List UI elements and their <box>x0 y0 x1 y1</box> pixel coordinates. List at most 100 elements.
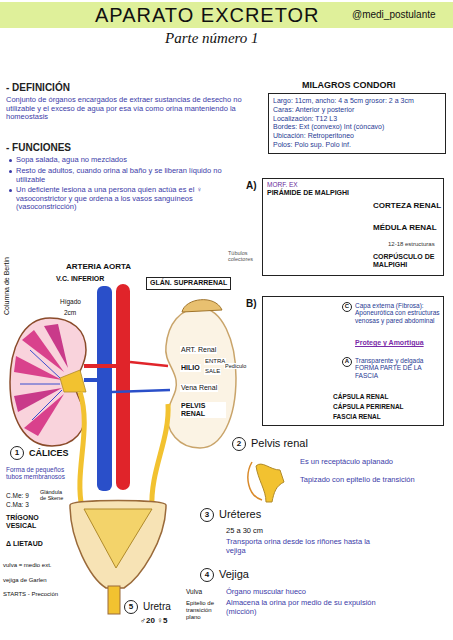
callout-circle: 5Uretra <box>124 600 138 614</box>
note-label: Epitelio de transición plano <box>186 600 224 621</box>
note-label: SALE <box>204 368 221 375</box>
note-label: ART. Renal <box>180 346 217 354</box>
info-box: Largo: 11cm, ancho: 4 a 5cm grosor: 2 a … <box>268 93 446 154</box>
note-label: Sopa salada, agua no mezclados <box>16 156 244 165</box>
renal-pelvis-sketch <box>248 462 284 502</box>
node-text: Localización: T12 L3 <box>273 115 441 124</box>
note-label: ARTERIA AORTA <box>66 262 131 271</box>
node-text: Protege y Amortigua <box>355 339 441 347</box>
node-text: GLÁN. SUPRARRENAL <box>150 279 227 288</box>
bullet-dot <box>9 159 12 162</box>
node-text: Ubicación: Retroperitoneo <box>273 132 441 141</box>
note-label: Resto de adultos, cuando orina al baño y… <box>16 167 244 184</box>
note-label: Órgano muscular hueco <box>226 588 386 597</box>
morphology-box: MORF. EXPIRÁMIDE DE MALPIGHI CORTEZA RENA… <box>262 178 444 276</box>
note-label: CÁPSULA RENAL <box>333 393 388 400</box>
note-label: - DEFINICIÓN <box>6 82 70 94</box>
node-text: PIRÁMIDE DE MALPIGHI <box>267 189 349 197</box>
node-text: Transparente y delgada FORMA PARTE DE LA… <box>355 357 441 379</box>
node-text: Capa externa (Fibrosa): Aponeurótica con… <box>355 302 441 324</box>
callout-number: C <box>343 303 351 311</box>
callout-number: 3 <box>201 509 213 521</box>
note-label: ENTRA <box>204 358 226 365</box>
renal-pelvis-sketch <box>256 464 284 502</box>
node-text: Largo: 11cm, ancho: 4 a 5cm grosor: 2 a … <box>273 97 441 106</box>
label-box: GLÁN. SUPRARRENAL <box>146 277 231 290</box>
note-label: ♂20 ♀5 <box>140 616 168 625</box>
bullet-dot <box>9 170 12 173</box>
node-text: Polos: Polo sup. Polo inf. <box>273 141 441 150</box>
node-text: 12-18 estructuras <box>388 241 443 248</box>
renal-vessels <box>130 362 168 366</box>
node-text: CORPÚSCULO DE MALPIGHI <box>373 253 443 269</box>
note-label: Tapizado con epitelio de transición <box>300 476 440 485</box>
note-label: Columna de Bertin <box>3 257 11 315</box>
node-text: CORTEZA RENAL <box>373 201 443 210</box>
note-label: 2cm <box>64 309 76 316</box>
renal-vessels <box>84 378 100 382</box>
note-label: Almacena la orina por medio de su expuls… <box>226 599 386 616</box>
note-label: FASCIA RENAL <box>333 413 381 420</box>
note-label: CÁPSULA PERIRENAL <box>333 403 404 410</box>
title-band <box>0 2 453 28</box>
callout-heading: Uretra <box>143 601 171 613</box>
letter-circle: C <box>342 302 352 312</box>
callout-circle: 2Pelvis renal <box>232 437 246 451</box>
left-kidney <box>60 370 86 392</box>
bladder <box>108 586 120 614</box>
ureters <box>80 392 84 508</box>
bullet-dot <box>9 189 12 192</box>
vena-cava <box>97 286 112 491</box>
right-kidney <box>166 300 236 448</box>
node-text: MÉDULA RENAL <box>373 223 443 232</box>
renal-vessels <box>84 362 170 392</box>
note-label: 25 a 30 cm <box>226 527 263 536</box>
note-label: Vena Renal <box>180 384 218 392</box>
left-kidney <box>20 350 62 420</box>
callout-heading: Vejiga <box>219 568 249 581</box>
ureters <box>152 404 168 508</box>
note-label: Δ LIETAUD <box>6 540 43 548</box>
left-kidney <box>10 318 86 446</box>
note-label: Parte número 1 <box>165 30 259 47</box>
note-label: C.Me: 9 <box>6 492 29 499</box>
vena-cava <box>97 286 112 491</box>
page-title: APARATO EXCRETOR <box>95 3 320 27</box>
callout-number: A <box>343 358 351 366</box>
note-label: Glándula de Skene <box>40 489 66 502</box>
callout-number: 5 <box>125 601 137 613</box>
node-text: MORF. EX <box>267 181 298 188</box>
note-label: Es un receptáculo aplanado <box>300 458 440 467</box>
left-kidney <box>10 318 86 446</box>
note-label: Hígado <box>60 298 81 305</box>
note-label: PELVIS RENAL <box>180 402 226 418</box>
callout-number: 1 <box>11 447 23 459</box>
note-label: Vulva <box>186 588 202 595</box>
right-kidney <box>182 300 222 312</box>
callout-heading: Pelvis renal <box>251 437 308 450</box>
callout-circle: 4Vejiga <box>200 568 214 582</box>
node-text: Caras: Anterior y posterior <box>273 106 441 115</box>
bladder <box>70 501 166 615</box>
callout-circle: 3Uréteres <box>200 508 214 522</box>
callout-circle: 1CÁLICES <box>10 446 24 460</box>
letter-circle: A <box>342 357 352 367</box>
note-label: - FUNCIONES <box>6 142 71 154</box>
left-kidney <box>24 394 64 436</box>
callout-heading: Uréteres <box>219 508 261 521</box>
note-label: Conjunto de órganos encargados de extrae… <box>6 96 246 122</box>
note-label: HILIO <box>180 364 201 372</box>
renal-vessels <box>84 364 118 368</box>
note-label: Forma de pequeños tubos membranosos <box>6 466 72 481</box>
note-label: Un deficiente lesiona a una persona quie… <box>16 186 244 212</box>
callout-number: 4 <box>201 569 213 581</box>
title-band <box>0 2 453 28</box>
note-label: V.C. INFERIOR <box>56 275 104 283</box>
node-text: Bordes: Ext (convexo) Int (cóncavo) <box>273 123 441 132</box>
note-label: B) <box>246 298 257 310</box>
bladder <box>70 501 166 589</box>
bladder <box>84 509 152 568</box>
aorta <box>116 284 130 490</box>
left-kidney <box>44 324 68 368</box>
note-label: Transporta orina desde los riñones hasta… <box>226 538 376 555</box>
